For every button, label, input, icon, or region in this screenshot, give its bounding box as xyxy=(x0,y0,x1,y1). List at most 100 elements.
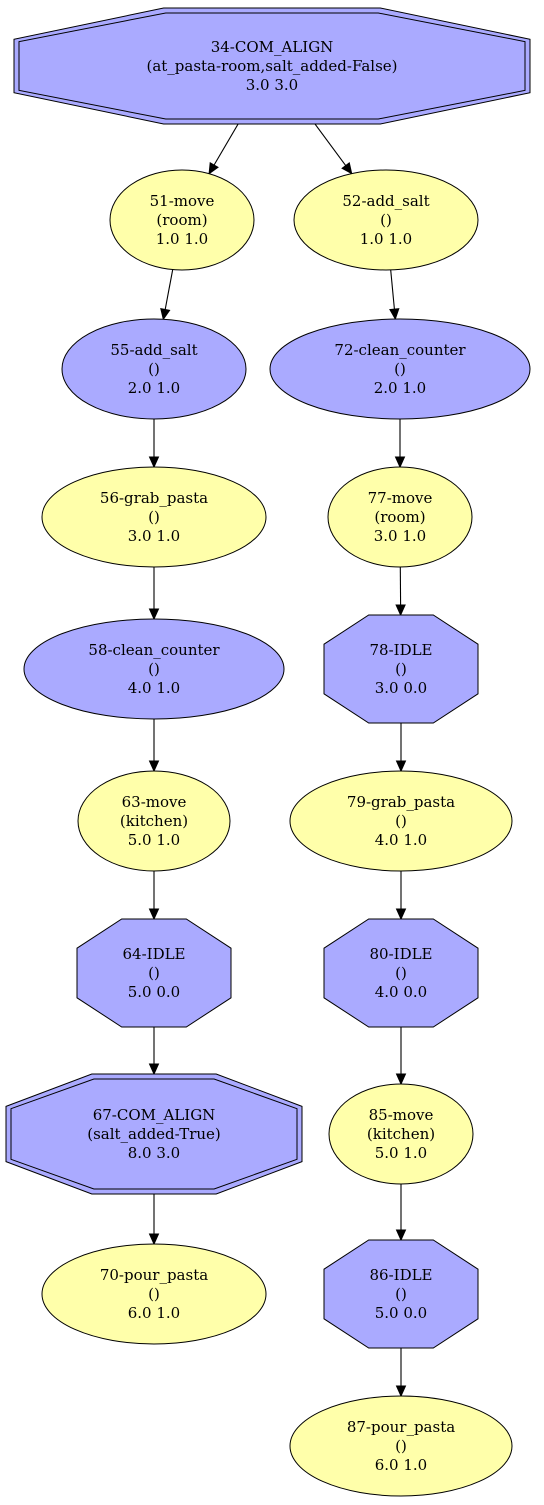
node-ellipse xyxy=(289,1395,513,1497)
node-86: 86-IDLE()5.0 0.0 xyxy=(323,1239,479,1349)
node-52: 52-add_salt()1.0 1.0 xyxy=(293,169,479,271)
arrowhead xyxy=(208,161,219,175)
node-label-line: 3.0 0.0 xyxy=(375,679,427,697)
nodes-layer: 34-COM_ALIGN(at_pasta-room,salt_added-Fa… xyxy=(5,7,531,1497)
node-label-line: () xyxy=(148,508,160,526)
node-87: 87-pour_pasta()6.0 1.0 xyxy=(289,1395,513,1497)
node-octagon xyxy=(323,918,479,1028)
node-label-line: 80-IDLE xyxy=(369,945,432,963)
edge-34-52 xyxy=(313,122,353,175)
node-label-line: 4.0 0.0 xyxy=(375,983,427,1001)
arrowhead xyxy=(148,1063,160,1076)
node-label-line: () xyxy=(395,812,407,830)
node-label-line: () xyxy=(395,964,407,982)
node-label-line: 67-COM_ALIGN xyxy=(93,1106,216,1124)
node-label-line: (at_pasta-room,salt_added-False) xyxy=(146,57,397,75)
arrowhead xyxy=(148,1233,160,1246)
node-label-line: 64-IDLE xyxy=(122,945,185,963)
node-label-line: () xyxy=(380,211,392,229)
edge-86-87 xyxy=(395,1348,407,1398)
node-octagon-inner xyxy=(10,1078,298,1190)
node-label-line: 5.0 1.0 xyxy=(375,1144,427,1162)
node-label-line: 55-add_salt xyxy=(110,341,197,359)
node-ellipse xyxy=(61,318,247,420)
edge-78-79 xyxy=(395,723,407,773)
node-label-line: (room) xyxy=(156,211,207,229)
node-label-line: 51-move xyxy=(150,192,215,210)
edge-34-51 xyxy=(208,123,239,175)
node-ellipse xyxy=(41,1243,267,1345)
arrowhead xyxy=(395,908,407,921)
node-56: 56-grab_pasta()3.0 1.0 xyxy=(41,466,267,568)
node-octagon xyxy=(5,1073,303,1195)
node-ellipse xyxy=(293,169,479,271)
node-label-line: 4.0 1.0 xyxy=(375,831,427,849)
node-label-line: 6.0 1.0 xyxy=(128,1304,180,1322)
edge-72-77 xyxy=(394,419,406,469)
node-55: 55-add_salt()2.0 1.0 xyxy=(61,318,247,420)
node-octagon xyxy=(13,7,531,125)
arrowhead xyxy=(341,162,353,175)
node-70: 70-pour_pasta()6.0 1.0 xyxy=(41,1243,267,1345)
node-label-line: 3.0 3.0 xyxy=(246,76,298,94)
arrowhead xyxy=(148,608,160,621)
node-ellipse xyxy=(23,618,285,720)
node-label-line: 5.0 0.0 xyxy=(128,983,180,1001)
edge-line xyxy=(390,269,395,310)
node-72: 72-clean_counter()2.0 1.0 xyxy=(269,318,531,420)
arrowhead xyxy=(394,456,406,469)
arrowhead xyxy=(148,456,160,469)
node-label-line: 52-add_salt xyxy=(342,192,429,210)
edge-51-55 xyxy=(160,269,174,321)
node-79: 79-grab_pasta()4.0 1.0 xyxy=(289,770,513,872)
arrowhead xyxy=(395,1073,407,1086)
node-label-line: () xyxy=(395,660,407,678)
node-ellipse xyxy=(109,169,255,271)
edge-line xyxy=(213,123,239,166)
node-ellipse xyxy=(77,770,231,872)
node-label-line: 5.0 1.0 xyxy=(128,831,180,849)
node-label-line: 79-grab_pasta xyxy=(347,793,455,811)
edges-layer xyxy=(148,122,407,1398)
edge-64-67 xyxy=(148,1027,160,1076)
edge-line xyxy=(313,122,347,166)
node-label-line: () xyxy=(148,1285,160,1303)
node-ellipse xyxy=(289,770,513,872)
edge-55-56 xyxy=(148,419,160,469)
edge-63-64 xyxy=(148,871,160,921)
node-label-line: 6.0 1.0 xyxy=(375,1456,427,1474)
node-label-line: 4.0 1.0 xyxy=(128,679,180,697)
node-label-line: (kitchen) xyxy=(120,812,188,830)
node-77: 77-move(room)3.0 1.0 xyxy=(327,466,473,568)
node-64: 64-IDLE()5.0 0.0 xyxy=(76,918,232,1028)
node-ellipse xyxy=(328,1083,474,1185)
edge-77-78 xyxy=(395,566,406,617)
node-label-line: 8.0 3.0 xyxy=(128,1144,180,1162)
node-ellipse xyxy=(269,318,531,420)
arrowhead xyxy=(395,760,407,773)
node-label-line: 87-pour_pasta xyxy=(347,1418,455,1436)
node-label-line: 3.0 1.0 xyxy=(128,527,180,545)
node-octagon-inner xyxy=(18,12,526,120)
node-label-line: 78-IDLE xyxy=(369,641,432,659)
node-ellipse xyxy=(41,466,267,568)
edge-58-63 xyxy=(148,719,160,773)
edge-80-85 xyxy=(395,1027,407,1086)
node-label-line: 5.0 0.0 xyxy=(375,1304,427,1322)
arrowhead xyxy=(148,760,160,773)
node-80: 80-IDLE()4.0 0.0 xyxy=(323,918,479,1028)
node-label-line: 77-move xyxy=(368,489,433,507)
node-58: 58-clean_counter()4.0 1.0 xyxy=(23,618,285,720)
node-label-line: (salt_added-True) xyxy=(87,1125,221,1143)
arrowhead xyxy=(148,908,160,921)
node-78: 78-IDLE()3.0 0.0 xyxy=(323,614,479,724)
node-label-line: 34-COM_ALIGN xyxy=(211,38,334,56)
node-85: 85-move(kitchen)5.0 1.0 xyxy=(328,1083,474,1185)
node-label-line: (room) xyxy=(374,508,425,526)
node-label-line: (kitchen) xyxy=(367,1125,435,1143)
node-34: 34-COM_ALIGN(at_pasta-room,salt_added-Fa… xyxy=(13,7,531,125)
node-label-line: 2.0 1.0 xyxy=(128,379,180,397)
node-label-line: 1.0 1.0 xyxy=(156,230,208,248)
arrowhead xyxy=(395,604,406,617)
node-octagon xyxy=(323,1239,479,1349)
